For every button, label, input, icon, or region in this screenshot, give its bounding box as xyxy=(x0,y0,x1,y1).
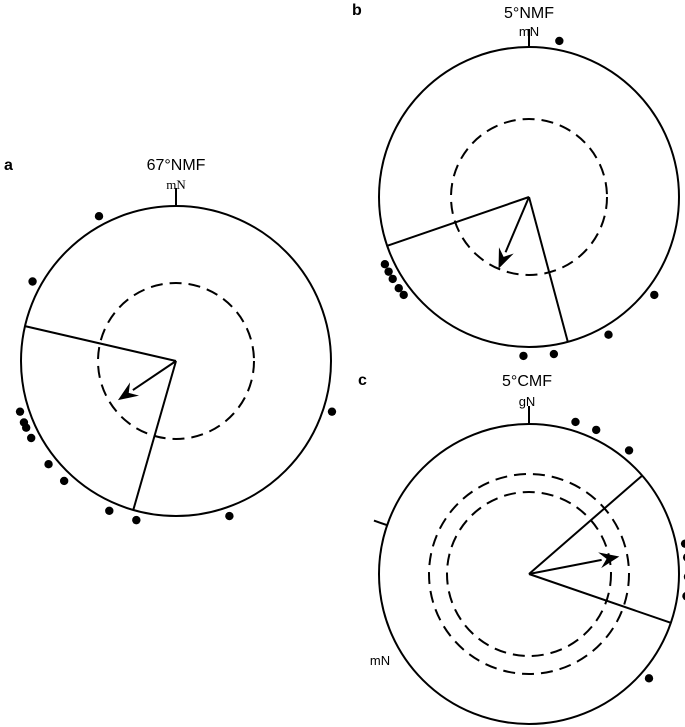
data-dot xyxy=(571,417,580,427)
data-dot xyxy=(26,433,36,443)
panel-b-rose xyxy=(378,29,680,361)
side-tick xyxy=(373,519,388,527)
panel-a-north-label: mN xyxy=(166,177,186,192)
data-dot xyxy=(327,407,337,416)
critical-circle-1 xyxy=(97,282,255,440)
panel-c-title: 5°CMF xyxy=(502,373,552,390)
panel-a-title: 67°NMF xyxy=(147,157,206,174)
data-dot xyxy=(44,460,53,469)
data-dot xyxy=(132,515,141,525)
panel-c-north-label: gN xyxy=(519,394,536,409)
critical-circle-1 xyxy=(450,118,608,276)
data-dot xyxy=(15,407,25,416)
panel-b: b 5°NMF mN xyxy=(352,2,680,361)
critical-circle-2 xyxy=(428,473,630,675)
data-dot xyxy=(105,506,114,516)
data-dot xyxy=(604,330,613,339)
panel-a-label: a xyxy=(4,157,13,174)
data-dot xyxy=(225,511,234,521)
data-dot xyxy=(388,274,397,284)
data-dot xyxy=(682,553,685,561)
data-dot xyxy=(549,349,559,359)
data-dot xyxy=(28,277,37,286)
mean-vector-arrowhead xyxy=(598,552,620,569)
mean-vector-arrowhead xyxy=(498,247,514,269)
panel-b-label: b xyxy=(352,2,362,19)
mean-vector xyxy=(132,360,177,391)
data-dot xyxy=(59,476,69,486)
panel-c-label: c xyxy=(358,372,367,389)
data-dot xyxy=(380,259,390,269)
sector-line-1 xyxy=(24,325,177,362)
sector-line-2 xyxy=(528,196,569,343)
panel-a-rose xyxy=(15,188,337,525)
data-dot xyxy=(519,351,528,361)
data-dot xyxy=(591,425,601,435)
data-dot xyxy=(650,290,659,300)
sector-line-2 xyxy=(528,573,672,624)
data-dot xyxy=(624,446,634,455)
panel-c: c 5°CMF gN mN xyxy=(358,372,685,725)
data-dot xyxy=(384,267,393,276)
data-dot xyxy=(680,539,685,548)
sector-line-1 xyxy=(386,196,530,247)
data-dot xyxy=(21,423,31,432)
sector-line-1 xyxy=(528,474,643,575)
critical-circle-1 xyxy=(446,491,612,657)
sector-line-2 xyxy=(132,360,177,511)
data-dot xyxy=(555,36,564,46)
data-dot xyxy=(682,592,685,601)
mean-vector-arrowhead xyxy=(117,382,140,401)
data-dot xyxy=(94,211,104,221)
panel-a: a 67°NMF mN xyxy=(4,157,337,525)
mean-vector xyxy=(504,196,530,253)
data-dot xyxy=(399,290,408,300)
panel-c-side-label: mN xyxy=(370,653,390,668)
data-dot xyxy=(644,674,654,683)
panel-c-rose xyxy=(373,406,685,725)
mean-vector xyxy=(528,558,602,575)
data-dot xyxy=(394,283,403,293)
panel-b-title: 5°NMF xyxy=(504,5,554,22)
